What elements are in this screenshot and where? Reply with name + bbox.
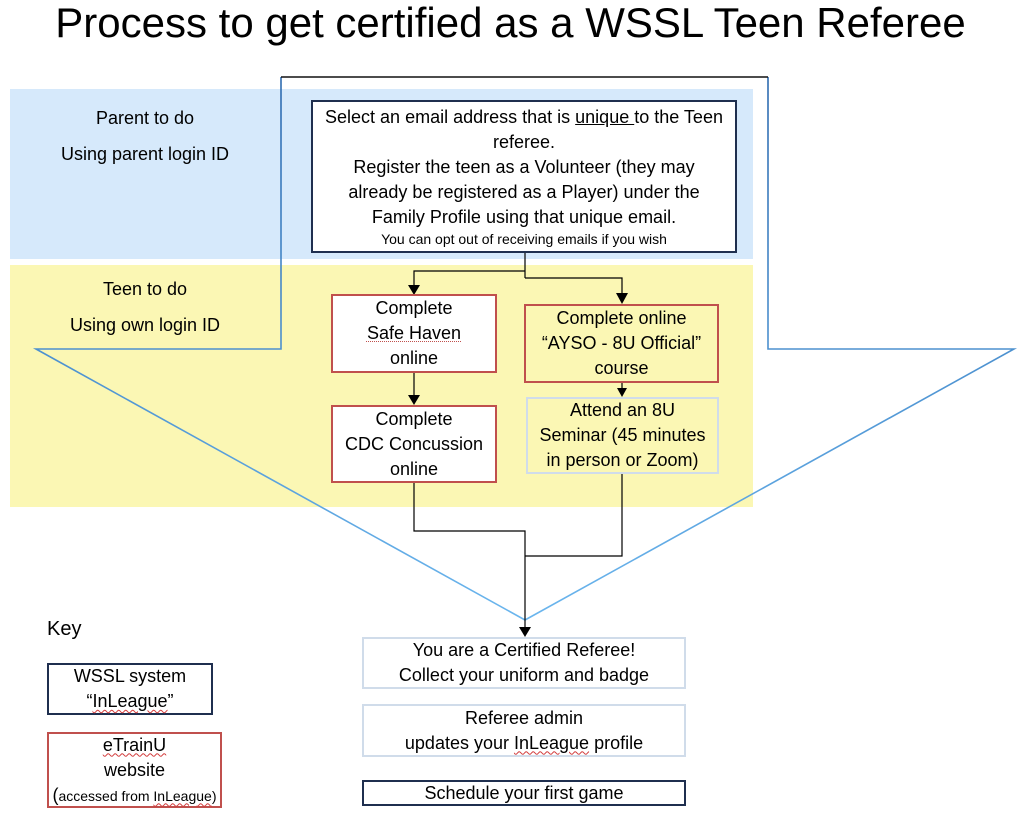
arrowhead-cdc bbox=[408, 395, 420, 405]
step-certified-referee: You are a Certified Referee! Collect you… bbox=[362, 637, 686, 689]
parent-lane-label: Parent to do Using parent login ID bbox=[40, 100, 250, 172]
parent-lane-subtitle: Using parent login ID bbox=[60, 144, 230, 164]
step-schedule-game: Schedule your first game bbox=[362, 780, 686, 806]
key-title: Key bbox=[47, 618, 82, 640]
funnel-outline-right bbox=[524, 77, 1018, 621]
arrowhead-safe-haven bbox=[408, 285, 420, 295]
teen-lane-title: Teen to do bbox=[102, 279, 188, 299]
step-register-email-note: You can opt out of receiving emails if y… bbox=[381, 231, 667, 247]
parent-lane-title: Parent to do bbox=[95, 108, 195, 128]
step-register-email-line2: Register the teen as a Volunteer (they m… bbox=[348, 157, 700, 227]
page-title: Process to get certified as a WSSL Teen … bbox=[55, 0, 966, 46]
step-register-email-line1: Select an email address that is unique t… bbox=[325, 107, 723, 152]
arrowhead-ayso bbox=[616, 293, 628, 304]
step-admin-update: Referee admin updates your InLeague prof… bbox=[362, 704, 686, 757]
arrowhead-certified bbox=[519, 627, 531, 637]
step-cdc-concussion: Complete CDC Concussion online bbox=[331, 405, 497, 483]
teen-lane-subtitle: Using own login ID bbox=[69, 315, 221, 335]
connector-cdc-merge bbox=[413, 483, 526, 627]
teen-lane-label: Teen to do Using own login ID bbox=[40, 271, 250, 343]
arrowhead-seminar bbox=[617, 388, 627, 397]
key-etrainu-website: eTrainU website (accessed from InLeague) bbox=[47, 732, 222, 808]
connector-seminar-merge bbox=[525, 474, 623, 557]
key-wssl-system: WSSL system “InLeague” bbox=[47, 663, 213, 715]
step-safe-haven: Complete Safe Haven online bbox=[331, 294, 497, 373]
funnel-outline-left bbox=[32, 77, 526, 621]
step-ayso-course: Complete online “AYSO - 8U Official” cou… bbox=[524, 304, 719, 383]
unique-word: unique bbox=[575, 107, 635, 127]
step-register-email: Select an email address that is unique t… bbox=[311, 100, 737, 253]
step-8u-seminar: Attend an 8U Seminar (45 minutes in pers… bbox=[526, 397, 719, 474]
connector-to-safe-haven bbox=[413, 270, 525, 286]
connector-to-ayso bbox=[525, 277, 623, 295]
